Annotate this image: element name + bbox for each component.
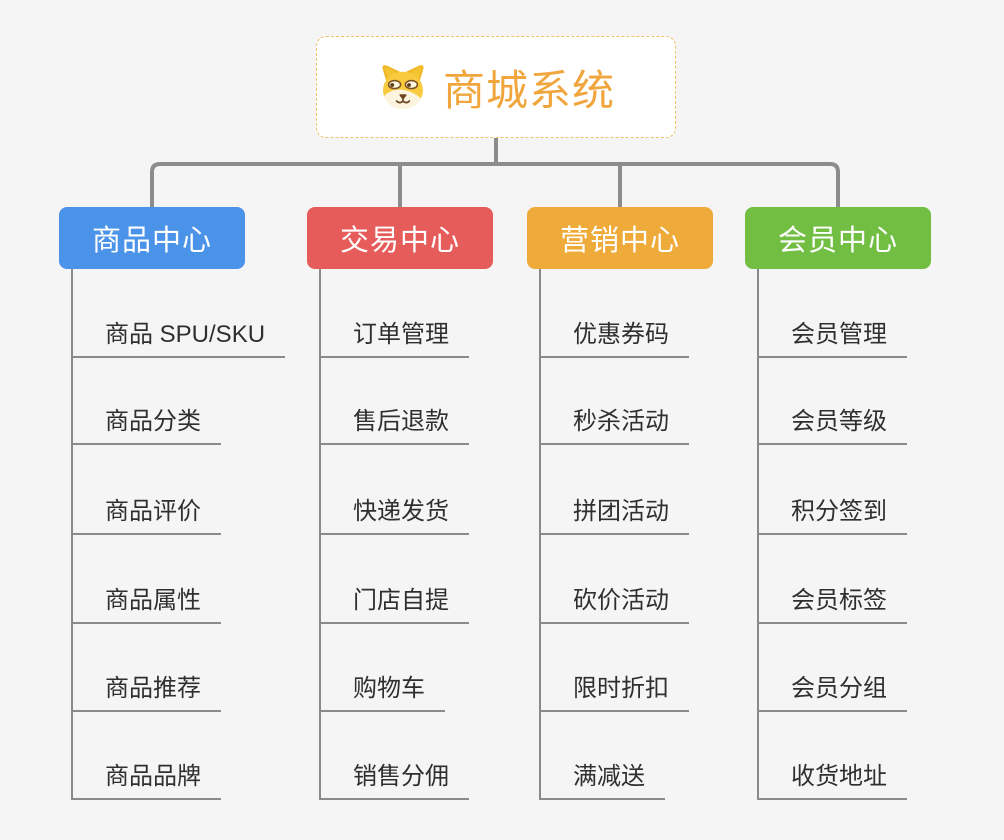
child-node-product-center-3[interactable]: 商品属性 [72, 580, 221, 624]
child-node-trade-center-2[interactable]: 快递发货 [320, 491, 469, 535]
child-node-member-center-3[interactable]: 会员标签 [758, 580, 907, 624]
branch-header-trade-center[interactable]: 交易中心 [307, 207, 493, 269]
child-node-trade-center-4[interactable]: 购物车 [320, 668, 445, 712]
child-node-marketing-center-4[interactable]: 限时折扣 [540, 668, 689, 712]
child-node-member-center-1[interactable]: 会员等级 [758, 401, 907, 445]
child-node-product-center-0[interactable]: 商品 SPU/SKU [72, 314, 286, 358]
trunk-rail-line [150, 162, 840, 208]
branch-header-product-center[interactable]: 商品中心 [59, 207, 245, 269]
child-node-member-center-2[interactable]: 积分签到 [758, 491, 907, 535]
root-title: 商城系统 [442, 66, 615, 114]
child-node-trade-center-0[interactable]: 订单管理 [320, 314, 469, 358]
child-node-member-center-0[interactable]: 会员管理 [758, 314, 907, 358]
doge-face-icon [377, 63, 429, 111]
child-node-product-center-1[interactable]: 商品分类 [72, 401, 221, 445]
child-node-product-center-5[interactable]: 商品品牌 [72, 756, 221, 800]
child-node-marketing-center-2[interactable]: 拼团活动 [540, 491, 689, 535]
child-node-product-center-4[interactable]: 商品推荐 [72, 668, 221, 712]
branch-header-marketing-center[interactable]: 营销中心 [527, 207, 713, 269]
child-node-marketing-center-3[interactable]: 砍价活动 [540, 580, 689, 624]
child-node-trade-center-5[interactable]: 销售分佣 [320, 756, 469, 800]
child-node-trade-center-3[interactable]: 门店自提 [320, 580, 469, 624]
child-node-marketing-center-1[interactable]: 秒杀活动 [540, 401, 689, 445]
branch-header-member-center[interactable]: 会员中心 [745, 207, 931, 269]
child-node-trade-center-1[interactable]: 售后退款 [320, 401, 469, 445]
child-node-member-center-4[interactable]: 会员分组 [758, 668, 907, 712]
child-node-marketing-center-5[interactable]: 满减送 [540, 756, 665, 800]
child-node-product-center-2[interactable]: 商品评价 [72, 491, 221, 535]
root-node[interactable]: 商城系统 [316, 36, 676, 138]
child-node-member-center-5[interactable]: 收货地址 [758, 756, 907, 800]
child-node-marketing-center-0[interactable]: 优惠券码 [540, 314, 689, 358]
